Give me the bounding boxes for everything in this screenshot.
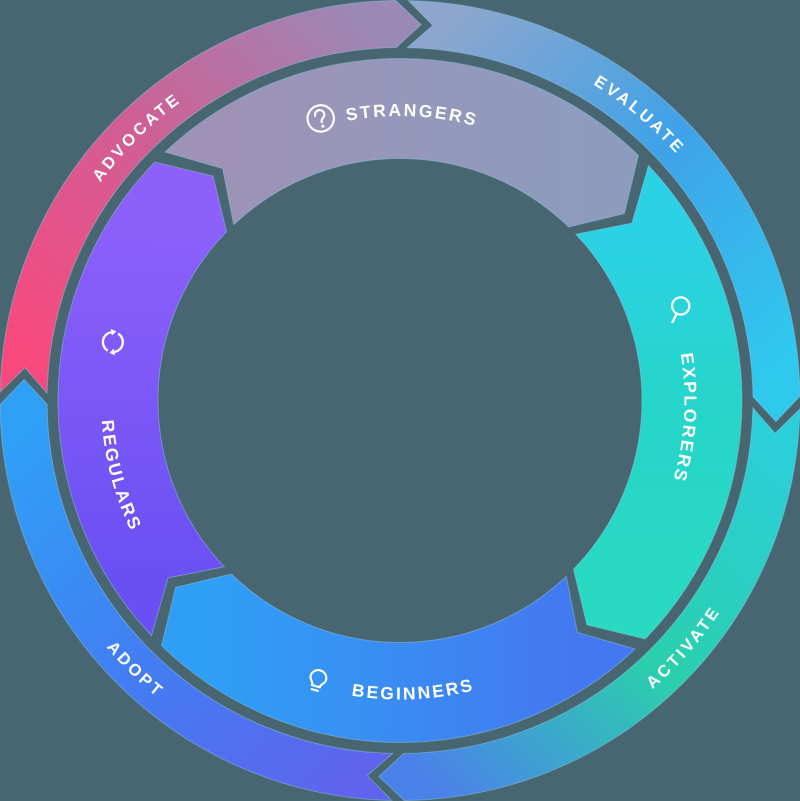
lightbulb-icon (309, 669, 328, 692)
outer-segment-evaluate (406, 0, 800, 423)
magnifier-icon (671, 296, 691, 324)
outer-segment-advocate (0, 0, 422, 395)
inner-segment-explorers (572, 164, 743, 640)
outer-segment-adopt (0, 378, 394, 801)
inner-segment-regulars (57, 161, 228, 637)
outer-segment-activate (378, 406, 800, 801)
refresh-icon (101, 328, 125, 356)
inner-segment-strangers (164, 58, 639, 228)
inner-segment-beginners (161, 573, 636, 743)
question-circle-icon (306, 104, 335, 133)
